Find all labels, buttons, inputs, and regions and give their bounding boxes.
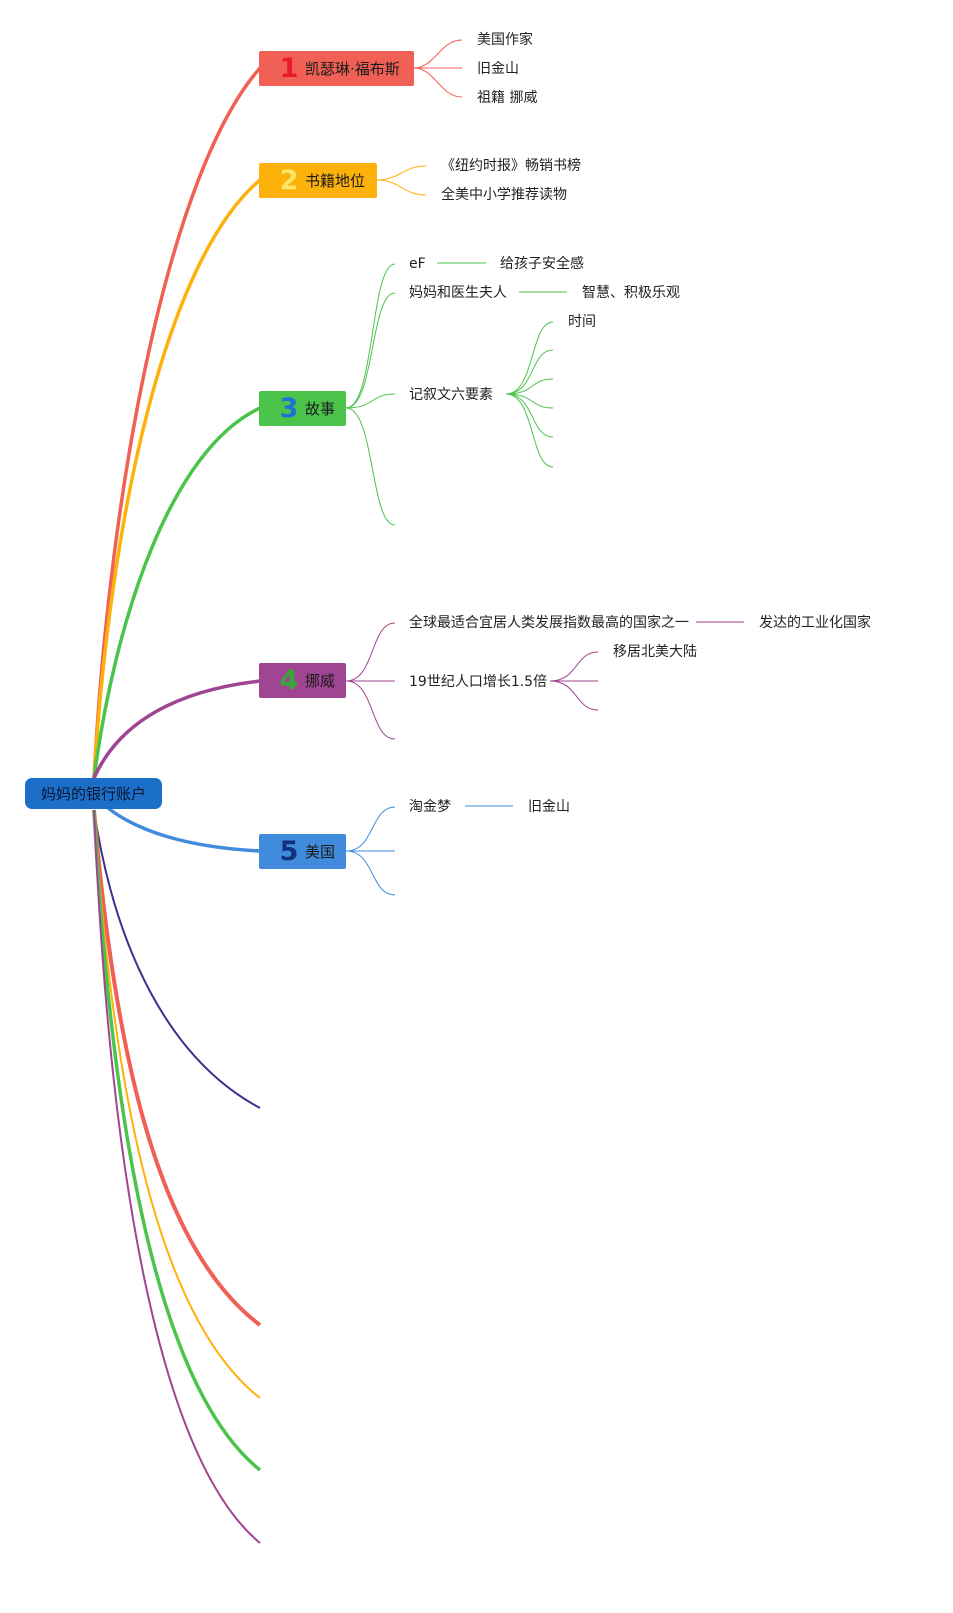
topic-1-label: 凯瑟琳·福布斯 (305, 60, 400, 78)
topic-5[interactable]: 5 美国 (259, 834, 346, 869)
branch-extra-3 (93, 809, 261, 1399)
branch-extra-2 (92, 809, 262, 1327)
topic-4-child-2[interactable]: 19世纪人口增长1.5倍 (409, 674, 548, 690)
topic-2[interactable]: 2 书籍地位 (259, 163, 377, 198)
topic-1-connectors (413, 39, 463, 98)
topic-1[interactable]: 1 凯瑟琳·福布斯 (259, 51, 414, 86)
topic-3-connectors (345, 262, 567, 526)
topic-5-label: 美国 (305, 843, 336, 861)
topic-5-child-1[interactable]: 淘金梦 (409, 799, 451, 815)
topic-3-label: 故事 (305, 400, 336, 418)
topic-2-number: 2 (279, 165, 299, 196)
topic-5-number: 5 (279, 836, 299, 867)
branch-extra-5 (93, 809, 261, 1544)
topic-5-connectors (345, 805, 513, 896)
topic-2-child-2[interactable]: 全美中小学推荐读物 (441, 187, 567, 203)
branch-3 (92, 406, 261, 779)
topic-3[interactable]: 3 故事 (259, 391, 346, 426)
topic-4-connectors (345, 621, 744, 740)
topic-5-child-1-target[interactable]: 旧金山 (528, 799, 570, 815)
topic-1-child-3[interactable]: 祖籍 挪威 (477, 90, 538, 106)
branch-4 (92, 679, 261, 779)
topic-4-child-1-target[interactable]: 发达的工业化国家 (759, 615, 871, 631)
topic-4-number: 4 (279, 665, 299, 696)
topic-1-number: 1 (279, 53, 299, 84)
topic-3-child-3[interactable]: 记叙文六要素 (409, 387, 493, 403)
topic-3-child-1-target[interactable]: 给孩子安全感 (500, 256, 584, 272)
root-label: 妈妈的银行账户 (40, 785, 146, 803)
topic-1-child-1[interactable]: 美国作家 (477, 32, 533, 48)
topic-4[interactable]: 4 挪威 (259, 663, 346, 698)
topic-3-child-1[interactable]: eF (409, 256, 426, 272)
topic-1-child-2[interactable]: 旧金山 (477, 61, 519, 77)
six-elements-time[interactable]: 时间 (568, 314, 596, 330)
topic-4-child-1[interactable]: 全球最适合宜居人类发展指数最高的国家之一 (409, 615, 689, 631)
topic-2-child-1[interactable]: 《纽约时报》畅销书榜 (441, 158, 581, 174)
branch-extra-1 (93, 809, 261, 1109)
topic-4-child-2-sub-1[interactable]: 移居北美大陆 (613, 644, 697, 660)
branch-extra-4 (92, 809, 262, 1472)
topic-3-number: 3 (279, 393, 299, 424)
topic-3-child-2-target[interactable]: 智慧、积极乐观 (582, 285, 680, 301)
root-node[interactable]: 妈妈的银行账户 (25, 778, 162, 809)
topic-3-child-2[interactable]: 妈妈和医生夫人 (409, 285, 507, 301)
topic-2-connectors (376, 165, 427, 196)
topic-2-label: 书籍地位 (305, 172, 366, 190)
topic-4-label: 挪威 (305, 672, 336, 690)
branch-2 (92, 178, 262, 779)
